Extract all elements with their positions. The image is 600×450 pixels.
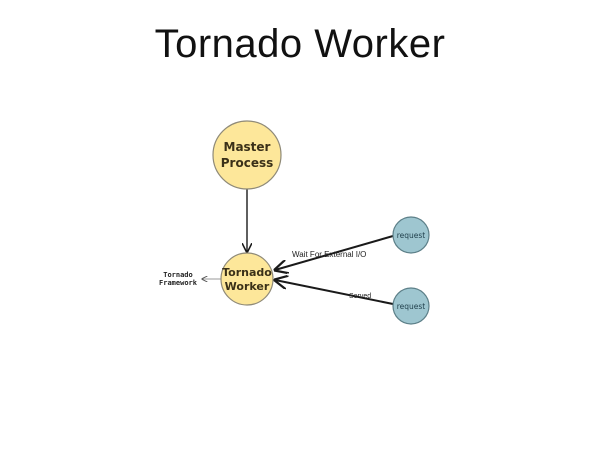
request-node-top: request [392,216,430,254]
master-process-label-line1: Master [224,140,271,154]
slide-title: Tornado Worker [154,22,446,66]
tornado-worker-node: Tornado Worker [220,252,274,306]
edge-served [275,280,394,305]
master-process-node: Master Process [212,120,282,190]
tornado-worker-label-line1: Tornado [222,266,272,279]
request-top-label: request [397,231,426,240]
tornado-worker-label-line2: Worker [225,280,270,293]
edge-served-label: Served [349,293,371,300]
master-process-label-line2: Process [221,156,274,170]
request-node-bottom: request [392,287,430,325]
edge-wait-external-io [275,235,394,270]
edge-wait-label: Wait For External I/O [292,250,366,259]
framework-label-line2: Framework [159,279,198,287]
framework-label-line1: Tornado [163,271,193,279]
request-bottom-label: request [397,302,426,311]
